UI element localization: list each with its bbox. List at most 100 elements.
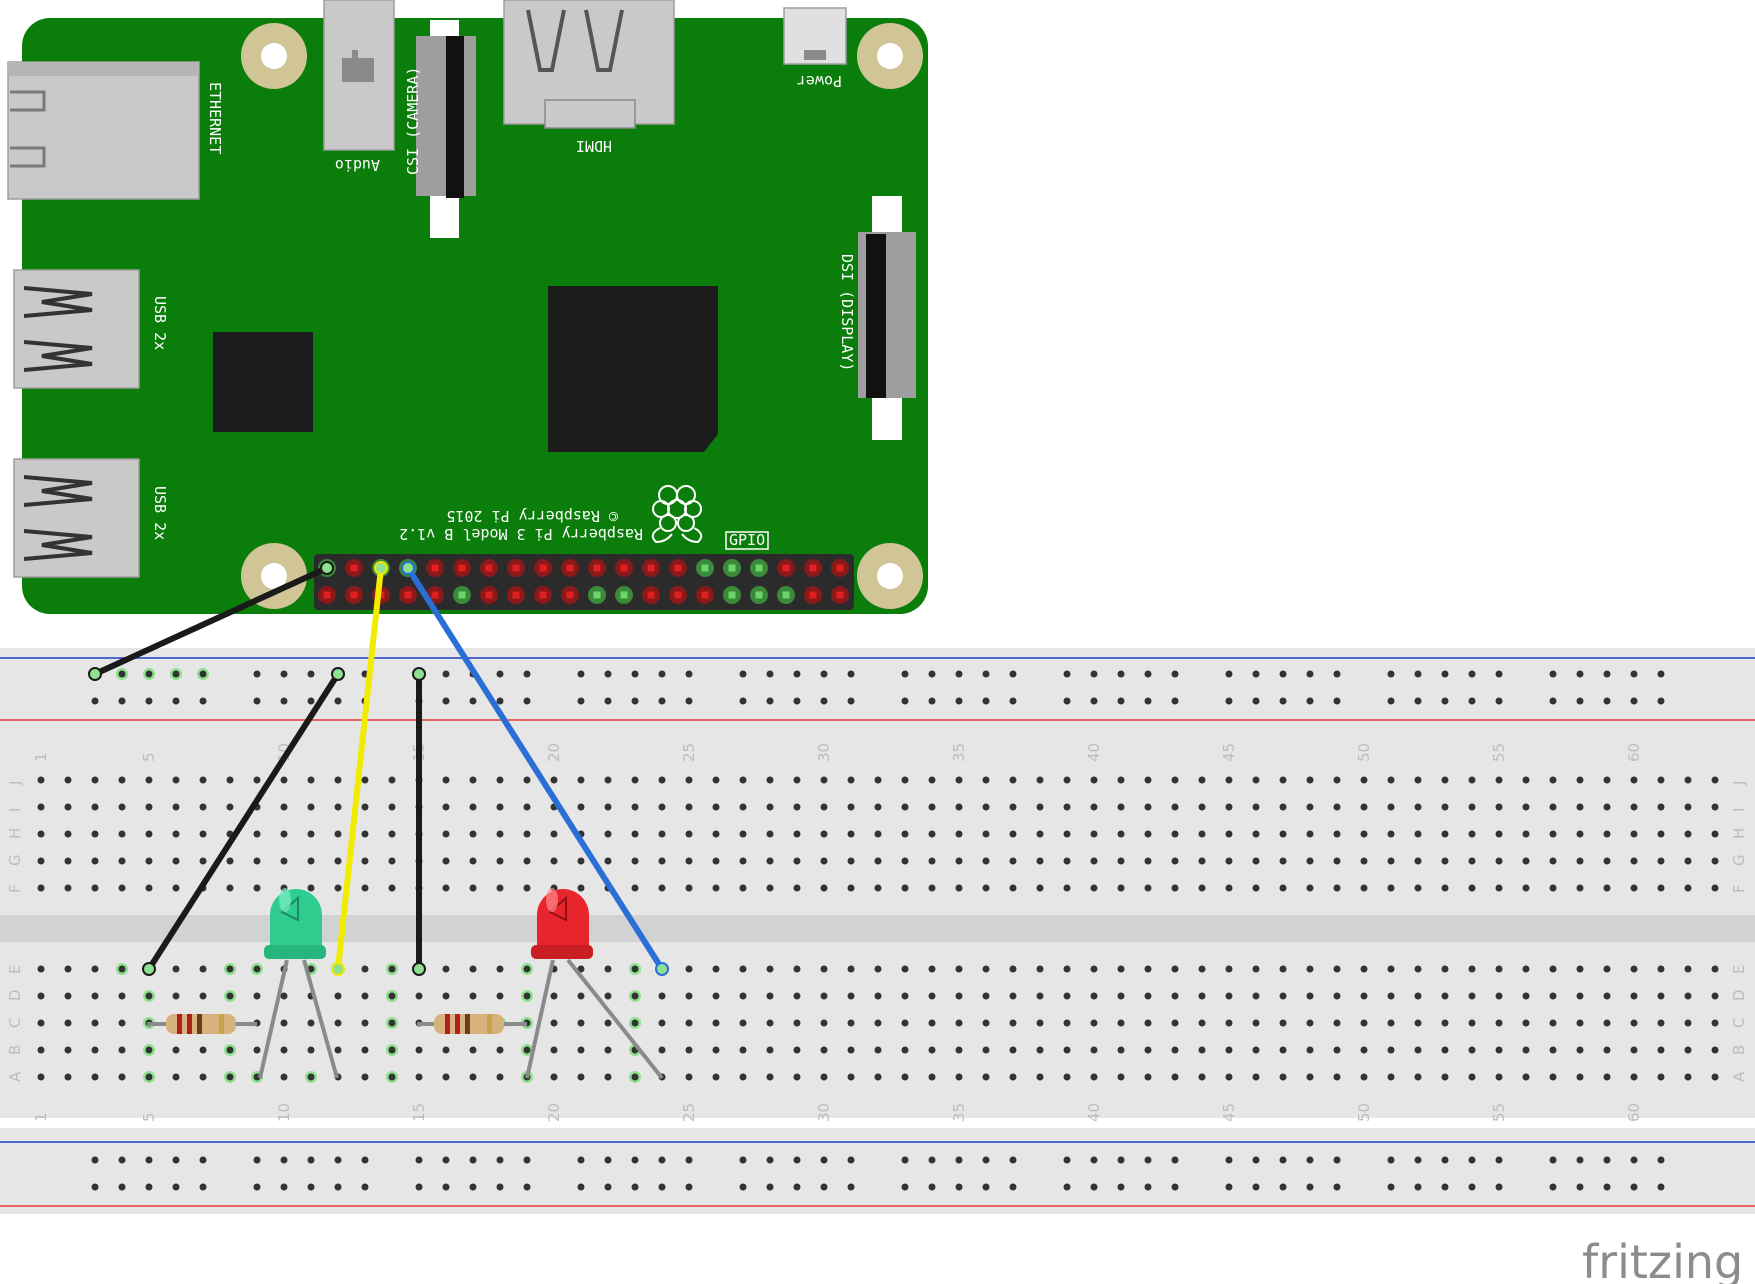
breadboard-hole <box>820 1019 828 1027</box>
breadboard-hole <box>1090 830 1098 838</box>
rail-hole <box>307 670 315 678</box>
breadboard-hole <box>847 776 855 784</box>
breadboard-hole <box>1117 992 1125 1000</box>
audio-label: Audio <box>335 156 380 174</box>
gpio-pin-core <box>566 591 574 599</box>
rail-hole <box>604 1183 612 1191</box>
breadboard-hole <box>901 857 909 865</box>
breadboard-hole <box>1630 1019 1638 1027</box>
breadboard-hole <box>280 857 288 865</box>
breadboard-hole <box>199 965 207 973</box>
breadboard-hole <box>253 992 261 1000</box>
breadboard-hole <box>685 1073 693 1081</box>
breadboard-hole <box>712 1046 720 1054</box>
breadboard-hole <box>604 965 612 973</box>
rail-hole <box>334 1156 342 1164</box>
breadboard-hole <box>388 992 396 1000</box>
rail-hole <box>1603 1156 1611 1164</box>
breadboard-hole <box>1360 992 1368 1000</box>
breadboard-hole <box>793 1046 801 1054</box>
column-number-bottom: 35 <box>950 1103 968 1122</box>
breadboard-hole <box>1306 1046 1314 1054</box>
breadboard-hole <box>145 884 153 892</box>
gpio-pin-core <box>728 591 736 599</box>
breadboard-hole <box>145 803 153 811</box>
breadboard-hole <box>550 1073 558 1081</box>
rail-hole <box>1306 1156 1314 1164</box>
breadboard-hole <box>1576 965 1584 973</box>
pcb <box>22 18 928 614</box>
breadboard-hole <box>118 830 126 838</box>
breadboard-hole <box>604 1046 612 1054</box>
breadboard-hole <box>1684 857 1692 865</box>
breadboard-hole <box>712 803 720 811</box>
rail-hole <box>469 1183 477 1191</box>
breadboard-hole <box>901 992 909 1000</box>
breadboard-hole <box>550 992 558 1000</box>
breadboard-hole <box>334 857 342 865</box>
rail-hole <box>145 697 153 705</box>
rail-hole <box>253 697 261 705</box>
rail-hole <box>1495 697 1503 705</box>
breadboard-hole <box>1468 830 1476 838</box>
rail-hole <box>145 1156 153 1164</box>
breadboard-hole <box>307 1073 315 1081</box>
breadboard-hole <box>955 1046 963 1054</box>
breadboard-hole <box>1441 1073 1449 1081</box>
row-letter-left: D <box>6 989 24 1001</box>
breadboard-hole <box>37 965 45 973</box>
rail-hole <box>1441 1183 1449 1191</box>
gpio-pin-core <box>512 564 520 572</box>
rail-hole <box>523 1183 531 1191</box>
column-number-bottom: 5 <box>140 1112 158 1122</box>
breadboard-hole <box>982 830 990 838</box>
rail-hole <box>469 697 477 705</box>
rail-hole <box>1090 1183 1098 1191</box>
breadboard-hole <box>928 1073 936 1081</box>
breadboard-hole <box>1414 1046 1422 1054</box>
breadboard-hole <box>442 1073 450 1081</box>
breadboard-hole <box>1009 1046 1017 1054</box>
breadboard-hole <box>1171 992 1179 1000</box>
breadboard-hole <box>739 992 747 1000</box>
rail-hole <box>334 1183 342 1191</box>
gpio-pin-core <box>701 564 709 572</box>
breadboard-hole <box>1495 884 1503 892</box>
breadboard-hole <box>226 992 234 1000</box>
breadboard-hole <box>1630 857 1638 865</box>
breadboard-hole <box>982 803 990 811</box>
breadboard-hole <box>874 1019 882 1027</box>
breadboard-hole <box>280 992 288 1000</box>
breadboard-hole <box>1495 1046 1503 1054</box>
rail-hole <box>1117 1183 1125 1191</box>
breadboard-hole <box>226 803 234 811</box>
rail-hole <box>1009 697 1017 705</box>
breadboard-hole <box>199 776 207 784</box>
column-number-bottom: 20 <box>545 1103 563 1122</box>
rail-hole <box>955 1156 963 1164</box>
breadboard-hole <box>1306 1019 1314 1027</box>
breadboard-hole <box>1441 884 1449 892</box>
breadboard-hole <box>604 776 612 784</box>
rail-hole <box>1090 1156 1098 1164</box>
rail-hole <box>901 1156 909 1164</box>
breadboard-hole <box>145 830 153 838</box>
gpio-label-box <box>725 531 769 550</box>
row-letter-left: A <box>6 1071 24 1082</box>
breadboard-hole <box>37 1019 45 1027</box>
breadboard-hole <box>1063 857 1071 865</box>
breadboard-hole <box>1387 1073 1395 1081</box>
breadboard-hole <box>739 1019 747 1027</box>
breadboard-hole <box>1117 803 1125 811</box>
breadboard-hole <box>1252 857 1260 865</box>
breadboard-hole <box>1306 776 1314 784</box>
rail-hole <box>1441 697 1449 705</box>
breadboard-hole <box>820 776 828 784</box>
hdmi-port <box>503 0 675 129</box>
breadboard-hole <box>1198 992 1206 1000</box>
rail-hole <box>118 1183 126 1191</box>
breadboard-hole <box>901 965 909 973</box>
breadboard-hole <box>1657 965 1665 973</box>
breadboard-hole <box>820 1073 828 1081</box>
rail-hole <box>361 1156 369 1164</box>
